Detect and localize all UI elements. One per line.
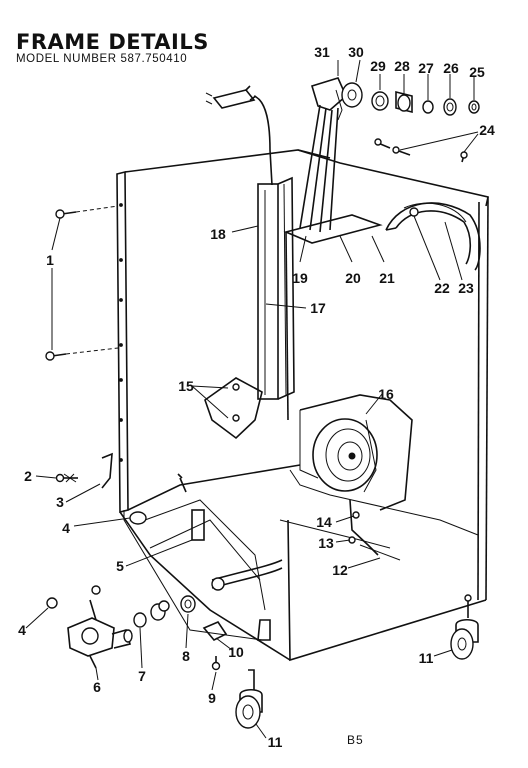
callout-6: 6 bbox=[93, 679, 101, 695]
callout-14: 14 bbox=[316, 514, 332, 530]
callout-1: 1 bbox=[46, 252, 54, 268]
wire-harness bbox=[299, 77, 347, 233]
center-channel bbox=[257, 176, 383, 421]
callout-3: 3 bbox=[56, 494, 64, 510]
power-cord bbox=[205, 85, 273, 186]
small-fittings bbox=[133, 595, 228, 671]
callout-4-lower: 4 bbox=[18, 622, 26, 638]
callout-11-rear: 11 bbox=[418, 650, 434, 666]
motor-bracket-15 bbox=[204, 377, 263, 440]
model-number: MODEL NUMBER 587.750410 bbox=[16, 53, 188, 65]
callout-2: 2 bbox=[24, 468, 32, 484]
screw-2 bbox=[55, 473, 78, 483]
blower-seal bbox=[385, 202, 481, 271]
callout-30: 30 bbox=[348, 44, 364, 60]
base-parts bbox=[129, 473, 283, 641]
callout-26: 26 bbox=[443, 60, 459, 76]
callout-19: 19 bbox=[292, 270, 308, 286]
cabinet-frame bbox=[116, 149, 489, 662]
leader-lines bbox=[25, 59, 479, 739]
callout-13: 13 bbox=[318, 535, 334, 551]
screws-1 bbox=[45, 205, 119, 361]
callout-27: 27 bbox=[418, 60, 434, 76]
caster-front bbox=[235, 669, 263, 729]
callout-22: 22 bbox=[434, 280, 450, 296]
callout-24: 24 bbox=[479, 122, 495, 138]
diagram-title: FRAME DETAILS bbox=[16, 30, 209, 54]
callout-10: 10 bbox=[228, 644, 244, 660]
callout-17: 17 bbox=[310, 300, 326, 316]
callout-18: 18 bbox=[210, 226, 226, 242]
page-code: B5 bbox=[347, 733, 364, 747]
callout-23: 23 bbox=[458, 280, 474, 296]
clip-3 bbox=[101, 452, 113, 489]
callout-4-upper: 4 bbox=[62, 520, 70, 536]
callout-5: 5 bbox=[116, 558, 124, 574]
callout-21: 21 bbox=[379, 270, 395, 286]
callout-31: 31 bbox=[314, 44, 330, 60]
callout-20: 20 bbox=[345, 270, 361, 286]
callout-11-front: 11 bbox=[267, 734, 283, 750]
callout-29: 29 bbox=[370, 58, 386, 74]
callout-7: 7 bbox=[138, 668, 146, 684]
caster-rear bbox=[450, 594, 479, 660]
screws-24 bbox=[374, 138, 468, 163]
motor-pulley bbox=[299, 394, 413, 511]
callout-12: 12 bbox=[332, 562, 348, 578]
idler-assembly bbox=[348, 499, 401, 561]
callout-8: 8 bbox=[182, 648, 190, 664]
callout-16: 16 bbox=[378, 386, 394, 402]
callout-28: 28 bbox=[394, 58, 410, 74]
callout-25: 25 bbox=[469, 64, 485, 80]
valve-assembly bbox=[46, 585, 133, 669]
top-hardware-row bbox=[341, 82, 480, 116]
callout-15: 15 bbox=[178, 378, 194, 394]
callout-9: 9 bbox=[208, 690, 216, 706]
